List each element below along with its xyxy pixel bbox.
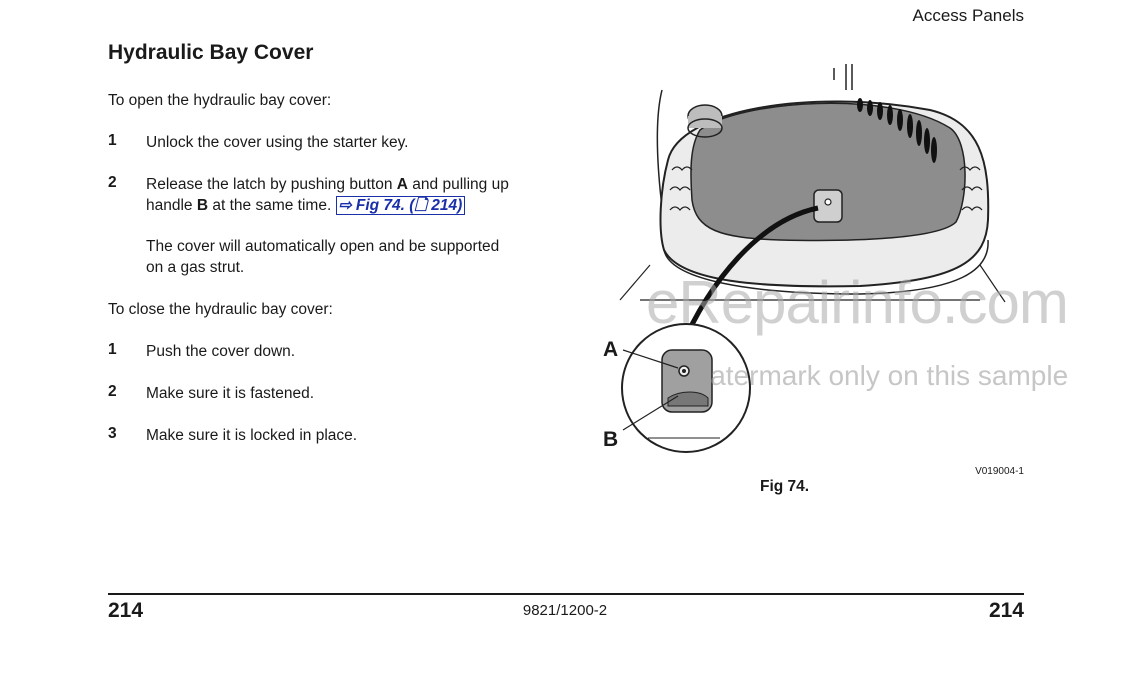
page-title: Hydraulic Bay Cover [108,41,314,64]
close-step-2-number: 2 [108,383,117,400]
open-step-1-text: Unlock the cover using the starter key. [146,134,409,151]
document-number: 9821/1200-2 [522,602,608,619]
close-step-1-text: Push the cover down. [146,343,296,360]
open-step-1-number: 1 [108,132,117,149]
watermark-note: watermark only on this sample [690,360,1069,391]
figure-code: V019004-1 [975,466,1024,477]
step-2-part-b: and pulling up [412,176,509,193]
open-intro: To open the hydraulic bay cover: [108,92,332,109]
watermark-text: eRepairinfo.com [646,269,1069,336]
close-intro: To close the hydraulic bay cover: [108,301,333,318]
hydraulic-bay-illustration [619,64,1006,453]
open-step-2-line-1: Release the latch by pushing button A an… [146,174,566,195]
figure-caption: Fig 74. [760,478,810,495]
step-2-part-c: handle [146,197,193,214]
open-note-line-1: The cover will automatically open and be… [146,238,500,255]
callout-a-label: A [603,338,619,361]
open-step-2-line-2: handle B at the same time. ⇨ Fig 74. (🗋 … [146,195,566,216]
close-step-2-text: Make sure it is fastened. [146,385,314,402]
page-number-right: 214 [988,599,1024,622]
open-note: The cover will automatically open and be… [146,236,499,278]
open-step-2-number: 2 [108,174,117,191]
handle-b-ref: B [196,197,209,214]
close-step-3-number: 3 [108,425,117,442]
section-header: Access Panels [912,6,1025,25]
close-step-3-text: Make sure it is locked in place. [146,427,358,444]
open-step-2-text: Release the latch by pushing button A an… [146,174,566,216]
open-note-line-2: on a gas strut. [146,259,245,276]
step-2-part-a: Release the latch by pushing button [146,176,393,193]
page-number-left: 214 [108,599,144,622]
fig-74-link[interactable]: ⇨ Fig 74. (🗋 214) [335,196,466,215]
button-a-ref: A [396,176,408,193]
close-step-1-number: 1 [108,341,117,358]
callout-b-label: B [603,428,619,451]
footer-divider [108,593,1024,595]
step-2-part-d: at the same time. [212,197,332,214]
